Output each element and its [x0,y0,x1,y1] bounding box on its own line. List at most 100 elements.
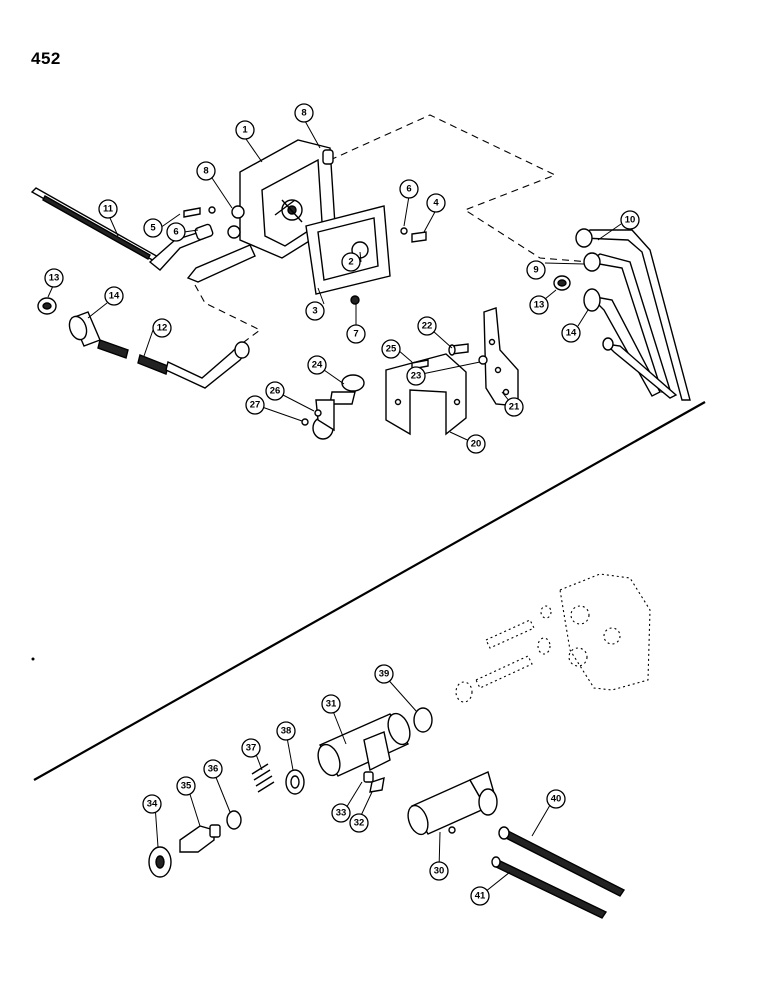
callout-40: 40 [546,789,566,809]
svg-text:21: 21 [509,402,520,413]
callout-31: 31 [321,694,341,714]
callout-32: 32 [349,813,369,833]
callout-35: 35 [176,776,196,796]
hydraulic-tube-11 [30,187,214,271]
callout-14b: 14 [561,323,581,343]
callout-7: 7 [346,324,366,344]
nut-27 [301,418,309,426]
callout-6a: 6 [166,222,186,242]
svg-text:10: 10 [625,215,636,226]
svg-text:1: 1 [242,125,248,136]
callout-4: 4 [426,193,446,213]
callout-6b: 6 [399,179,419,199]
dashed-connection-lines [194,114,591,346]
hydraulic-line-40 [498,826,626,897]
svg-text:41: 41 [475,891,486,902]
svg-text:36: 36 [208,764,219,775]
svg-text:23: 23 [411,371,422,382]
svg-text:39: 39 [379,669,390,680]
callout-23: 23 [406,366,426,386]
callout-25: 25 [381,339,401,359]
washer-23 [478,355,488,365]
svg-text:37: 37 [246,743,257,754]
callout-12: 12 [152,318,172,338]
svg-text:40: 40 [551,794,562,805]
svg-text:2: 2 [348,257,353,268]
svg-text:27: 27 [250,400,261,411]
svg-text:13: 13 [534,300,545,311]
callout-41: 41 [470,886,490,906]
callout-22: 22 [417,316,437,336]
callout-21: 21 [504,397,524,417]
bolt-4 [400,227,427,243]
callout-20: 20 [466,434,486,454]
svg-text:9: 9 [533,265,538,276]
svg-text:14: 14 [566,328,577,339]
svg-text:30: 30 [434,866,445,877]
bolt-5 [183,206,216,218]
gasket [305,205,391,295]
svg-text:14: 14 [109,291,120,302]
callout-3: 3 [305,301,325,321]
spring-37 [251,763,275,793]
callout-38: 38 [276,721,296,741]
o-ring-39 [413,707,433,733]
svg-text:20: 20 [471,439,482,450]
svg-text:8: 8 [203,166,208,177]
callout-11: 11 [98,199,118,219]
valve-spool-parts [455,605,552,703]
bracket-20 [385,353,467,436]
section-divider-line [33,401,706,781]
nut-7 [350,295,360,305]
callout-2: 2 [341,252,361,272]
svg-text:3: 3 [312,306,317,317]
callout-8b: 8 [196,161,216,181]
callout-24: 24 [307,355,327,375]
svg-text:8: 8 [301,108,306,119]
svg-text:13: 13 [49,273,60,284]
bushing-38 [285,769,305,795]
callout-26: 26 [265,381,285,401]
callout-39: 39 [374,664,394,684]
svg-text:25: 25 [386,344,397,355]
hydraulic-line-41 [491,856,608,919]
ring-36 [226,810,242,830]
valve-housing-outline [559,573,651,691]
callout-10: 10 [620,210,640,230]
callout-36: 36 [203,759,223,779]
svg-text:4: 4 [433,198,439,209]
svg-text:33: 33 [336,808,347,819]
stray-dot [31,657,35,661]
svg-text:26: 26 [270,386,281,397]
svg-text:11: 11 [103,204,114,215]
svg-text:22: 22 [422,321,433,332]
svg-text:38: 38 [281,726,292,737]
clamp-24 [312,374,365,440]
left-couplers [37,297,250,389]
svg-text:7: 7 [353,329,358,340]
bolt-22 [448,343,469,356]
callout-13b: 13 [529,295,549,315]
svg-text:12: 12 [157,323,168,334]
svg-text:35: 35 [181,781,192,792]
svg-text:5: 5 [150,223,156,234]
plug-35 [179,824,221,853]
washer-26 [314,409,322,417]
page-number: 452 [31,49,61,68]
svg-text:34: 34 [147,799,158,810]
callout-14a: 14 [104,286,124,306]
callout-1: 1 [235,120,255,140]
callout-13a: 13 [44,268,64,288]
callout-30: 30 [429,861,449,881]
callout-9: 9 [526,260,546,280]
svg-text:6: 6 [406,184,411,195]
svg-text:31: 31 [326,699,337,710]
bracket-21 [483,307,519,407]
callout-34: 34 [142,794,162,814]
svg-text:32: 32 [354,818,365,829]
plug-33 [363,771,374,783]
housing-31 [317,712,411,793]
callout-5: 5 [143,218,163,238]
